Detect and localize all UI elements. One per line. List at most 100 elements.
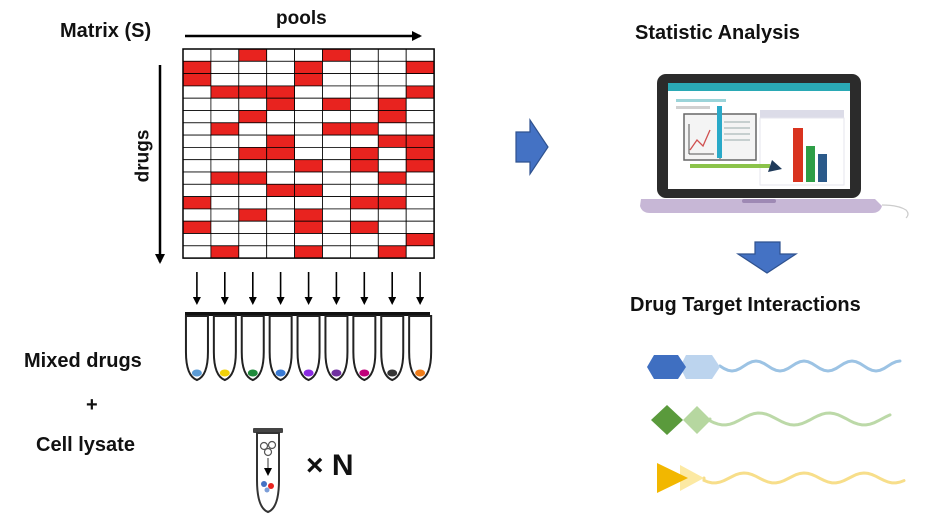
matrix-cell-empty [349, 183, 379, 198]
matrix-cell-empty [377, 85, 407, 99]
matrix-cell-empty [405, 196, 435, 210]
matrix-cell-empty [405, 208, 435, 222]
matrix-cell-filled [294, 245, 323, 259]
matrix-cell-empty [294, 196, 323, 210]
pools-label: pools [276, 8, 327, 29]
matrix-cell-filled [405, 134, 435, 148]
matrix-cell-filled [349, 146, 379, 161]
tube-content [415, 369, 426, 377]
matrix-cell-empty [266, 233, 296, 247]
matrix-cell-filled [294, 60, 323, 74]
tube-content [219, 369, 230, 377]
matrix-cell-empty [294, 134, 323, 148]
matrix-cell-empty [182, 146, 212, 161]
matrix-cell-filled [182, 60, 212, 74]
matrix-cell-empty [349, 73, 379, 87]
matrix-cell-empty [266, 171, 296, 185]
flow-arrow-down [735, 241, 799, 274]
matrix-cell-empty [322, 146, 351, 161]
matrix-cell-filled [210, 245, 240, 259]
matrix-cell-empty [182, 245, 212, 259]
matrix-cell-empty [377, 146, 407, 161]
matrix-cell-empty [377, 183, 407, 198]
matrix-cell-filled [322, 97, 351, 111]
matrix-cell-empty [405, 110, 435, 124]
matrix-cell-empty [405, 48, 435, 62]
matrix-cell-empty [238, 134, 268, 148]
matrix-cell-empty [322, 220, 351, 234]
drug-pool-tube [352, 315, 377, 382]
matrix-cell-empty [294, 48, 323, 62]
matrix-cell-empty [210, 60, 240, 74]
matrix-cell-empty [210, 196, 240, 210]
matrix-cell-empty [210, 159, 240, 173]
matrix-cell-empty [238, 245, 268, 259]
matrix-cell-empty [294, 85, 323, 99]
matrix-cell-empty [182, 183, 212, 198]
matrix-cell-empty [322, 245, 351, 259]
matrix-cell-empty [294, 146, 323, 161]
matrix-cell-filled [210, 122, 240, 136]
tube-rack [185, 312, 430, 316]
matrix-cell-empty [266, 60, 296, 74]
matrix-cell-filled [294, 73, 323, 87]
matrix-cell-filled [377, 97, 407, 111]
matrix-cell-empty [182, 159, 212, 173]
tube-content [331, 369, 342, 377]
matrix-title: Matrix (S) [60, 20, 152, 42]
matrix-cell-filled [405, 85, 435, 99]
drug-pool-tube [268, 315, 293, 382]
matrix-cell-empty [210, 110, 240, 124]
matrix-cell-empty [210, 97, 240, 111]
matrix-cell-empty [266, 196, 296, 210]
matrix-cell-empty [322, 196, 351, 210]
matrix-cell-empty [266, 48, 296, 62]
matrix-cell-empty [349, 171, 379, 185]
drug-pool-tube [408, 315, 433, 382]
matrix-cell-empty [182, 48, 212, 62]
pooling-arrows [192, 272, 425, 305]
matrix-cell-empty [322, 233, 351, 247]
matrix-cell-empty [182, 110, 212, 124]
matrix-cell-empty [405, 183, 435, 198]
matrix-cell-empty [322, 60, 351, 74]
matrix-cell-empty [377, 233, 407, 247]
matrix-cell-empty [294, 110, 323, 124]
matrix-cell-empty [377, 208, 407, 222]
matrix-cell-empty [294, 171, 323, 185]
matrix-border [182, 48, 435, 259]
drug-target-interactions-title: Drug Target Interactions [630, 294, 861, 316]
matrix-cell-empty [322, 85, 351, 99]
tube-row [184, 315, 433, 382]
matrix-cell-filled [238, 110, 268, 124]
matrix-cell-empty [182, 134, 212, 148]
matrix-cell-empty [349, 233, 379, 247]
matrix-cell-filled [294, 183, 323, 198]
matrix-cell-empty [182, 122, 212, 136]
matrix-cell-empty [294, 97, 323, 111]
matrix-cell-filled [349, 122, 379, 136]
tube-content [303, 369, 314, 377]
drug-pool-tube [296, 315, 321, 382]
drug-pool-tube [240, 315, 265, 382]
matrix-cell-empty [182, 97, 212, 111]
matrix-cell-empty [349, 208, 379, 222]
matrix-cell-filled [266, 85, 296, 99]
matrix-cell-filled [349, 196, 379, 210]
matrix-cell-empty [349, 85, 379, 99]
matrix-cell-filled [266, 134, 296, 148]
matrix-cell-empty [405, 122, 435, 136]
matrix-cell-filled [238, 208, 268, 222]
matrix-cell-filled [377, 134, 407, 148]
matrix-cell-filled [294, 208, 323, 222]
matrix-cell-empty [210, 134, 240, 148]
matrix-cell-empty [322, 134, 351, 148]
drugs-label: drugs [132, 129, 154, 183]
matrix-cell-filled [377, 245, 407, 259]
matrix-cell-empty [322, 208, 351, 222]
matrix-cell-empty [294, 233, 323, 247]
matrix-cell-empty [266, 220, 296, 234]
interaction-blue [647, 355, 902, 379]
matrix-cell-empty [405, 73, 435, 87]
matrix-cell-empty [266, 159, 296, 173]
